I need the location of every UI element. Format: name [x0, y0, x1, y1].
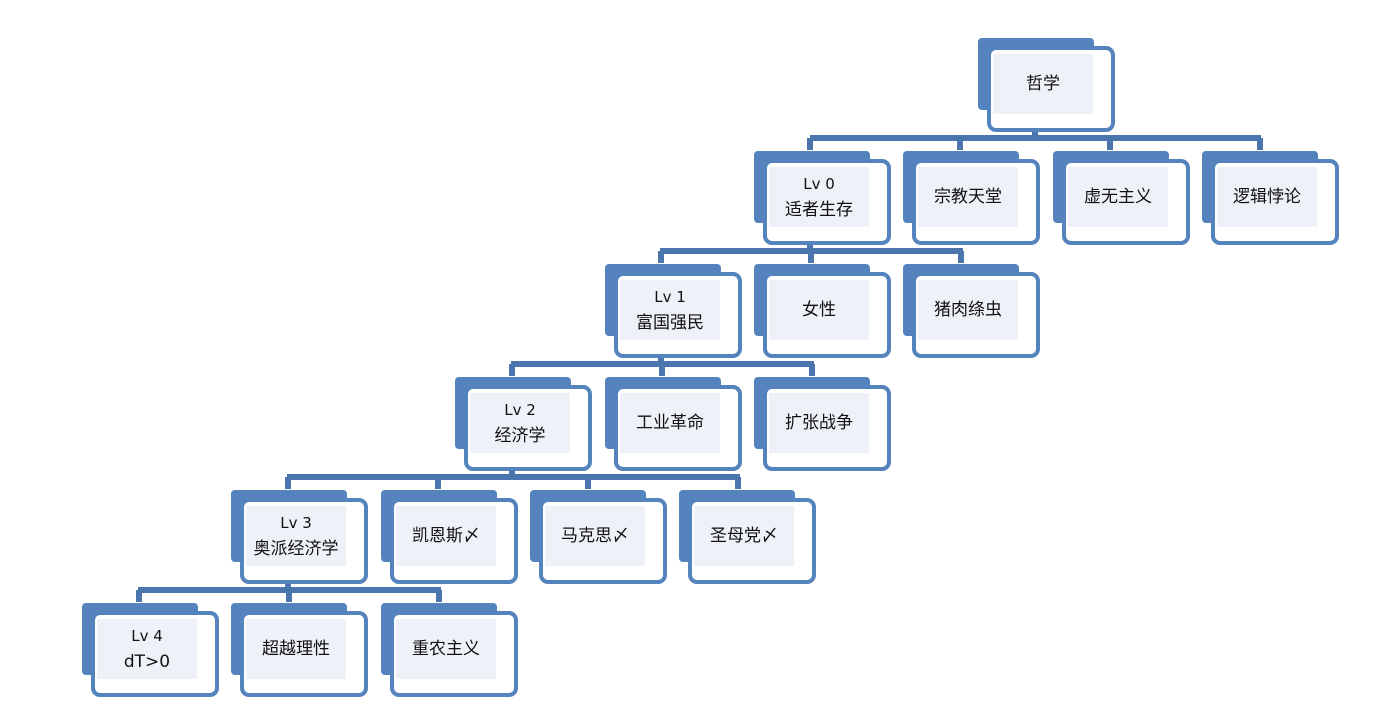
- node-label: 重农主义: [396, 619, 496, 679]
- node-label: Lv 0 适者生存: [769, 167, 869, 227]
- node-title: 马克思〆: [561, 526, 629, 546]
- node-label: 哲学: [993, 54, 1093, 114]
- node-label: 逻辑悖论: [1217, 167, 1317, 227]
- node-title: 虚无主义: [1084, 187, 1152, 207]
- node-beyond-rationality[interactable]: 超越理性: [231, 603, 368, 697]
- node-marx[interactable]: 马克思〆: [530, 490, 667, 584]
- node-lv0-survival[interactable]: Lv 0 适者生存: [754, 151, 891, 245]
- node-label: 宗教天堂: [918, 167, 1018, 227]
- node-title: 逻辑悖论: [1233, 187, 1301, 207]
- node-label: 虚无主义: [1068, 167, 1168, 227]
- node-title: 超越理性: [262, 639, 330, 659]
- node-label: Lv 3 奥派经济学: [246, 506, 346, 566]
- node-title: dT>0: [123, 652, 171, 672]
- node-title: 重农主义: [412, 639, 480, 659]
- node-label: 圣母党〆: [694, 506, 794, 566]
- node-industrial-revolution[interactable]: 工业革命: [605, 377, 742, 471]
- node-level: Lv 2: [504, 401, 536, 419]
- node-women[interactable]: 女性: [754, 264, 891, 358]
- node-title: 哲学: [1026, 74, 1060, 94]
- node-label: Lv 2 经济学: [470, 393, 570, 453]
- node-label: 马克思〆: [545, 506, 645, 566]
- node-lv3-austrian-economics[interactable]: Lv 3 奥派经济学: [231, 490, 368, 584]
- node-label: 工业革命: [620, 393, 720, 453]
- node-title: 凯恩斯〆: [412, 526, 480, 546]
- node-level: Lv 3: [280, 514, 312, 532]
- node-label: Lv 1 富国强民: [620, 280, 720, 340]
- node-title: 工业革命: [636, 413, 704, 433]
- node-holy-mother-party[interactable]: 圣母党〆: [679, 490, 816, 584]
- node-level: Lv 0: [803, 175, 835, 193]
- node-tapeworm[interactable]: 猪肉绦虫: [903, 264, 1040, 358]
- node-lv1-prosperity[interactable]: Lv 1 富国强民: [605, 264, 742, 358]
- node-logic-paradox[interactable]: 逻辑悖论: [1202, 151, 1339, 245]
- node-title: 适者生存: [785, 200, 853, 220]
- node-label: 凯恩斯〆: [396, 506, 496, 566]
- node-title: 猪肉绦虫: [934, 300, 1002, 320]
- node-title: 扩张战争: [785, 413, 853, 433]
- node-physiocracy[interactable]: 重农主义: [381, 603, 518, 697]
- node-label: 猪肉绦虫: [918, 280, 1018, 340]
- node-religion-heaven[interactable]: 宗教天堂: [903, 151, 1040, 245]
- node-nihilism[interactable]: 虚无主义: [1053, 151, 1190, 245]
- node-title: 圣母党〆: [710, 526, 778, 546]
- node-philosophy[interactable]: 哲学: [978, 38, 1115, 132]
- node-title: 经济学: [494, 426, 546, 446]
- node-lv2-economics[interactable]: Lv 2 经济学: [455, 377, 592, 471]
- node-lv4-dt[interactable]: Lv 4 dT>0: [82, 603, 219, 697]
- node-keynes[interactable]: 凯恩斯〆: [381, 490, 518, 584]
- node-title: 富国强民: [636, 313, 704, 333]
- node-label: 扩张战争: [769, 393, 869, 453]
- node-label: 女性: [769, 280, 869, 340]
- node-level: Lv 4: [131, 627, 163, 645]
- node-level: Lv 1: [654, 288, 686, 306]
- node-expansion-war[interactable]: 扩张战争: [754, 377, 891, 471]
- node-label: Lv 4 dT>0: [97, 619, 197, 679]
- node-title: 宗教天堂: [934, 187, 1002, 207]
- node-title: 奥派经济学: [253, 539, 339, 559]
- node-label: 超越理性: [246, 619, 346, 679]
- node-title: 女性: [802, 300, 836, 320]
